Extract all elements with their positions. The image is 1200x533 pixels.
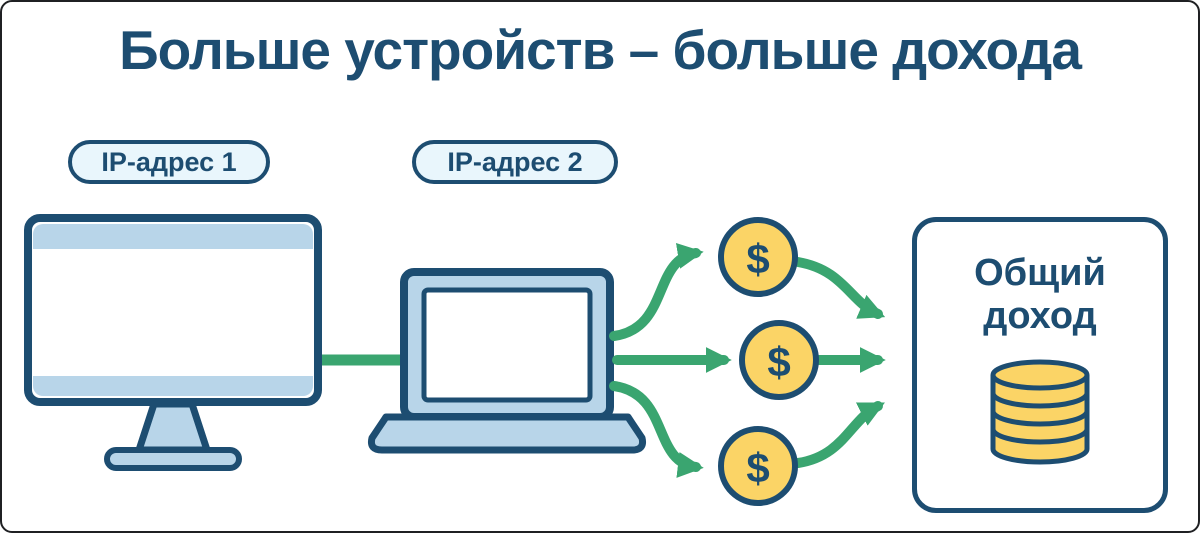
- laptop-icon: [368, 268, 646, 454]
- dollar-sign-top: $: [746, 236, 769, 283]
- coins-to-box-arrows: [793, 257, 886, 468]
- total-income-box: Общий доход: [912, 217, 1168, 513]
- total-income-label: Общий доход: [974, 252, 1106, 337]
- dollar-coin-middle: $: [739, 320, 819, 400]
- dollar-sign-middle: $: [767, 339, 790, 386]
- ip-address-1-label: IP-адрес 1: [68, 140, 270, 184]
- ip-address-2-label: IP-адрес 2: [412, 140, 618, 184]
- dollar-coin-bottom: $: [718, 426, 798, 506]
- total-income-line-1: Общий: [974, 252, 1106, 294]
- desktop-monitor-icon: [24, 214, 322, 471]
- ip-address-2-text: IP-адрес 2: [447, 146, 583, 177]
- laptop-to-coins-arrows: [609, 243, 732, 478]
- dollar-sign-bottom: $: [746, 445, 769, 492]
- ip-address-1-text: IP-адрес 1: [101, 146, 237, 177]
- page-title: Больше устройств – больше дохода: [119, 19, 1082, 81]
- arrow-to-bottom-coin: [609, 381, 704, 478]
- arrow-bottom-to-box: [793, 401, 885, 468]
- arrow-top-to-box: [793, 257, 886, 319]
- total-income-line-2: доход: [983, 294, 1097, 337]
- arrow-to-top-coin: [609, 243, 704, 341]
- dollar-coin-top: $: [718, 217, 798, 297]
- coin-stack-icon: [990, 359, 1090, 465]
